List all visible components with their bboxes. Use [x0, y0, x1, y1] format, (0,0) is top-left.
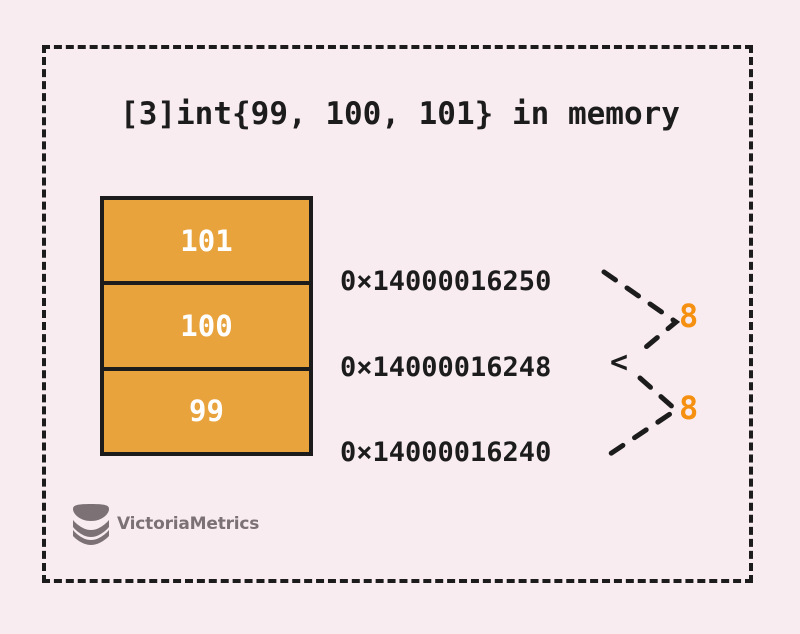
- logo-text: VictoriaMetrics: [117, 514, 260, 534]
- memory-cell-middle: 100: [104, 281, 309, 367]
- victoriametrics-logo: VictoriaMetrics: [72, 503, 259, 545]
- victoriametrics-chevron-icon: [73, 504, 109, 545]
- memory-cell-top: 101: [104, 200, 309, 282]
- gap-size-label-lower: 8: [679, 389, 699, 427]
- memory-address-label-top: 0×14000016250: [340, 266, 552, 297]
- gap-size-label-upper: 8: [679, 297, 699, 335]
- memory-cell-bottom: 99: [104, 366, 309, 452]
- memory-address-label-middle: 0×14000016248: [340, 352, 552, 383]
- dashed-border-frame: [42, 45, 753, 583]
- memory-layout-box: 101 100 99: [100, 196, 313, 456]
- memory-address-label-bottom: 0×14000016240: [340, 437, 552, 468]
- bracket-chevron-marker: <: [610, 345, 629, 380]
- page-title: [3]int{99, 100, 101} in memory: [120, 96, 680, 132]
